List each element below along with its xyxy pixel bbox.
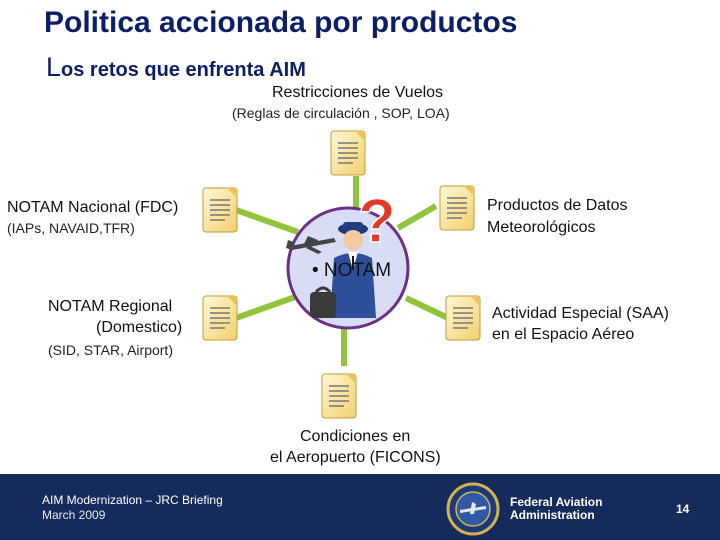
footer-bar: AIM Modernization – JRC Briefing March 2… <box>0 474 720 540</box>
hub-label: • NOTAM <box>312 260 392 281</box>
page-title: Politica accionada por productos <box>44 6 518 39</box>
node-left-top-sub: (IAPs, NAVAID,TFR) <box>7 220 135 236</box>
subtitle-initial: L <box>46 52 62 82</box>
question-mark-icon: ? <box>358 187 396 256</box>
node-top-sub: (Reglas de circulación , SOP, LOA) <box>232 105 450 121</box>
footer-date: March 2009 <box>42 508 106 522</box>
faa-seal-icon <box>446 482 500 536</box>
footer-briefing: AIM Modernization – JRC Briefing <box>42 493 223 507</box>
doc-icon-bottom <box>321 373 357 419</box>
node-left-bottom-label-2: (Domestico) <box>96 319 183 336</box>
node-left-bottom-label-1: NOTAM Regional <box>48 298 173 315</box>
doc-icon-right-bottom <box>445 295 481 341</box>
node-bottom-label-1: Condiciones en <box>300 428 411 445</box>
spokes <box>234 176 450 366</box>
doc-icon-right-top <box>439 185 475 231</box>
airplane-icon <box>286 236 336 254</box>
footer-org-line2: Administration <box>510 508 595 522</box>
node-left-top-label: NOTAM Nacional (FDC) <box>7 199 179 216</box>
node-right-top-label-1: Productos de Datos <box>487 197 628 214</box>
node-top-label: Restricciones de Vuelos <box>272 84 444 101</box>
hub-diagram: ? <box>202 130 481 419</box>
doc-icon-left-bottom <box>202 295 238 341</box>
node-right-bottom-label-2: en el Espacio Aéreo <box>492 326 635 343</box>
node-right-top-label-2: Meteorológicos <box>487 219 596 236</box>
node-bottom-label-2: el Aeropuerto (FICONS) <box>270 449 441 466</box>
doc-icon-top <box>330 130 366 176</box>
node-left-bottom-sub: (SID, STAR, Airport) <box>48 342 173 358</box>
pilot-icon <box>310 222 376 318</box>
subtitle-text: os retos que enfrenta AIM <box>61 59 306 81</box>
doc-icon-left-top <box>202 187 238 233</box>
page-subtitle: Los retos que enfrenta AIM <box>46 52 306 83</box>
node-right-bottom-label-1: Actividad Especial (SAA) <box>492 305 669 322</box>
footer-org-line1: Federal Aviation <box>510 495 603 509</box>
page-number: 14 <box>676 502 690 516</box>
